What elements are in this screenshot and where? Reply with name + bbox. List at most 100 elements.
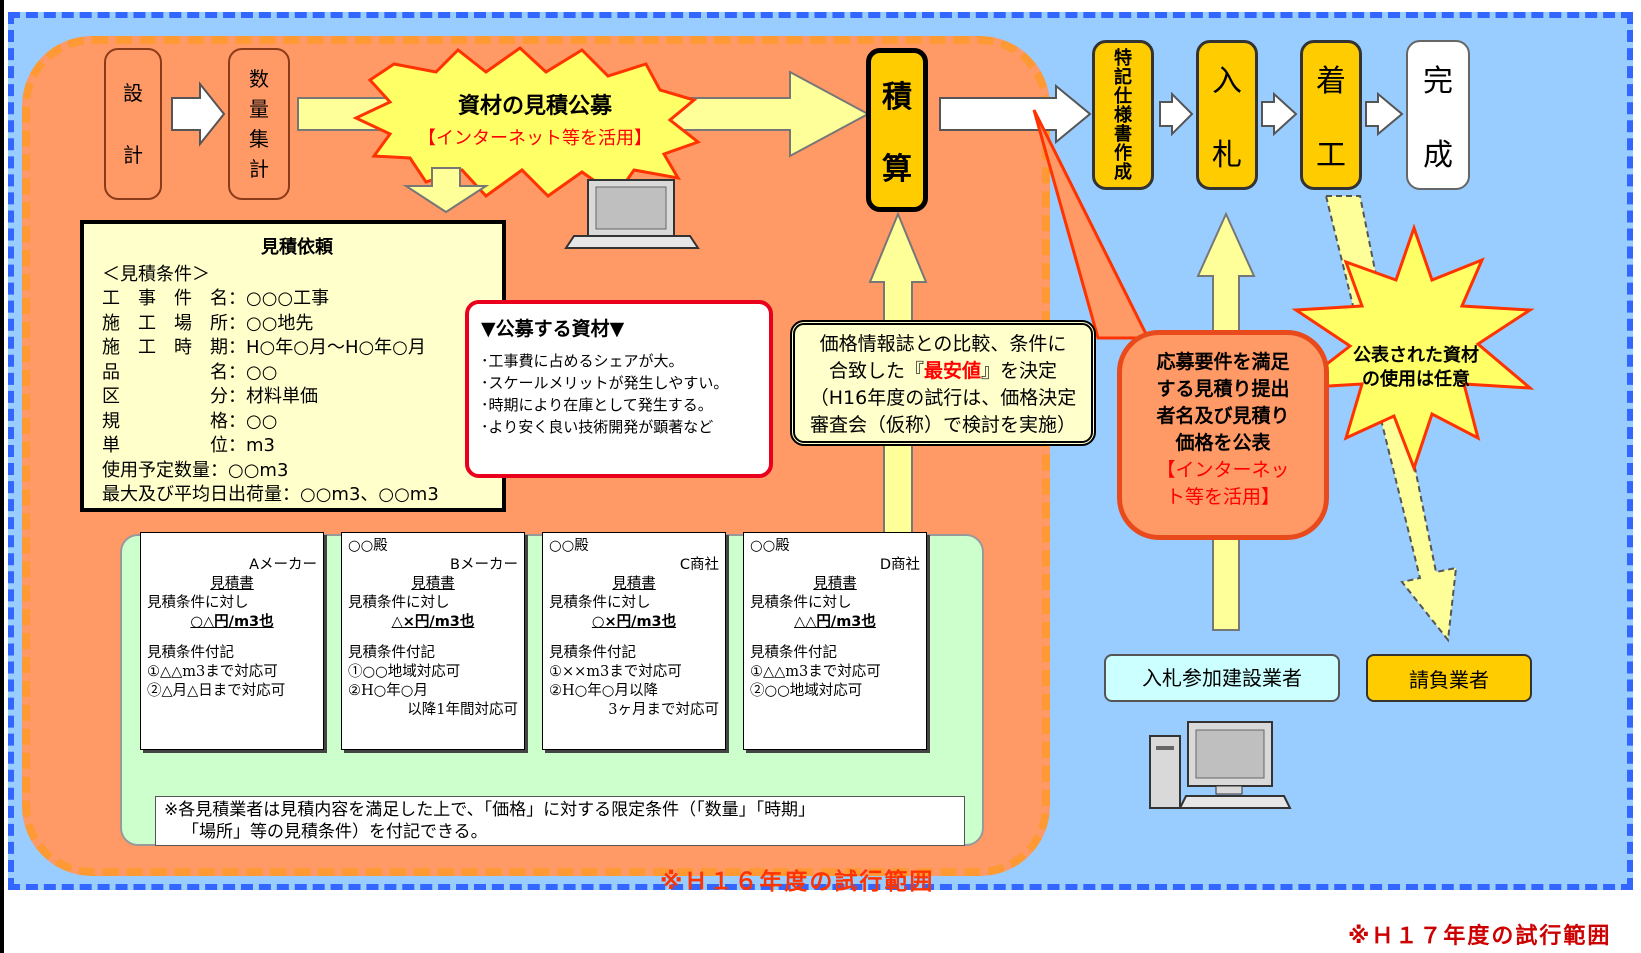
card-note-title: 見積条件付記	[750, 645, 837, 661]
card-note: ②○○地域対応可	[750, 683, 863, 699]
card-company: Bメーカー	[450, 557, 518, 573]
publish-line: する見積り提出	[1156, 378, 1290, 400]
optional-use-line: の使用は任意	[1362, 369, 1470, 390]
note-line: ※各見積業者は見積内容を満足した上で、「価格」に対する限定条件（「数量」「時期」	[164, 800, 816, 820]
step-estimate: 積 算	[866, 48, 928, 212]
arrow-solicit-to-request	[402, 167, 490, 214]
card-title: 見積書	[813, 576, 857, 592]
lowest-price-label: 最安値	[923, 360, 981, 382]
step-spec-char: 仕	[1114, 85, 1132, 107]
step-spec-char: 様	[1114, 104, 1132, 126]
card-note: ①××m3まで対応可	[549, 664, 682, 680]
step-quantity-char: 量	[249, 97, 269, 121]
step-complete-char: 成	[1423, 138, 1453, 173]
publish-line: 価格を公表	[1175, 432, 1271, 454]
publish-line: 者名及び見積り	[1156, 405, 1290, 427]
estimate-card-d: ○○殿 D商社 見積書 見積条件に対し △△円/m3也 見積条件付記 ①△△m3…	[743, 532, 927, 750]
desktop-computer-icon	[1149, 721, 1292, 809]
card-note: 以降1年間対応可	[407, 702, 518, 718]
card-note: ①△△m3まで対応可	[750, 664, 881, 680]
card-price: ○△円/m3也	[190, 614, 274, 630]
card-title: 見積書	[411, 576, 455, 592]
card-addressee	[147, 537, 317, 556]
request-line: 品 名：○○	[102, 361, 278, 383]
step-start-char: 工	[1316, 138, 1346, 173]
card-note-title: 見積条件付記	[549, 645, 636, 661]
estimate-card-b: ○○殿 Bメーカー 見積書 見積条件に対し △×円/m3也 見積条件付記 ①○○…	[341, 532, 525, 750]
step-spec-char: 特	[1114, 47, 1132, 69]
step-estimate-char: 積	[882, 80, 912, 115]
request-line: 使用予定数量：○○m3	[102, 459, 289, 481]
laptop-icon	[564, 179, 700, 249]
arrow-spec-to-bid	[1159, 91, 1194, 137]
arrow-estimate-to-spec	[939, 83, 1092, 145]
card-note: ①△△m3まで対応可	[147, 664, 278, 680]
estimate-request-box: 見積依頼 ＜見積条件＞ 工 事 件 名：○○○工事 施 工 場 所：○○地先 施…	[80, 220, 506, 512]
card-price: △△円/m3也	[794, 614, 876, 630]
step-design-char: 設	[123, 81, 143, 105]
arrow-design-to-quantity	[171, 81, 226, 147]
bidders-label: 入札参加建設業者	[1104, 654, 1340, 702]
optional-use-line: 公表された資材	[1353, 345, 1479, 366]
publish-sub: ト等を活用】	[1165, 486, 1280, 508]
card-price: △×円/m3也	[391, 614, 475, 630]
price-line: 合致した『最安値』を決定	[795, 358, 1091, 385]
h16-scope-label: ※Ｈ１６年度の試行範囲	[660, 869, 935, 895]
solicited-materials-box: ▼公募する資材▼ ･工事費に占めるシェアが大。 ･スケールメリットが発生しやすい…	[465, 300, 773, 478]
card-note: ②H○年○月以降	[549, 683, 658, 699]
step-spec-char: 作	[1114, 142, 1132, 164]
step-quantity: 数 量 集 計	[228, 48, 290, 200]
price-line: 価格情報誌との比較、条件に	[819, 333, 1067, 355]
step-bid-char: 札	[1212, 138, 1242, 173]
step-spec: 特 記 仕 様 書 作 成	[1092, 40, 1154, 190]
card-company: D商社	[879, 557, 920, 573]
step-quantity-char: 集	[249, 127, 269, 151]
publish-sub: 【インターネッ	[1156, 459, 1290, 481]
request-line: 最大及び平均日出荷量：○○m3、○○m3	[102, 484, 439, 505]
solicit-label: 資材の見積公募 【インターネット等を活用】	[390, 88, 680, 150]
card-addressee: ○○殿	[750, 538, 790, 554]
materials-item: ･スケールメリットが発生しやすい。	[481, 374, 729, 392]
step-design-char: 計	[123, 143, 143, 167]
request-line: 単 位：m3	[102, 435, 275, 456]
card-note-title: 見積条件付記	[147, 645, 234, 661]
optional-use-starburst	[1291, 223, 1535, 473]
publish-line: 応募要件を満足	[1156, 351, 1290, 373]
price-line-text: 』を決定	[981, 360, 1058, 382]
card-price: ○×円/m3也	[591, 614, 677, 630]
card-condition: 見積条件に対し	[750, 595, 852, 611]
contractor-label: 請負業者	[1366, 654, 1532, 702]
step-spec-char: 成	[1114, 161, 1132, 183]
request-line: 規 格：○○	[102, 410, 278, 432]
estimate-card-c: ○○殿 C商社 見積書 見積条件に対し ○×円/m3也 見積条件付記 ①××m3…	[542, 532, 726, 750]
card-company: Aメーカー	[249, 557, 317, 573]
price-line: 審査会（仮称）で検討を実施）	[809, 414, 1076, 436]
left-border	[0, 0, 4, 953]
estimate-note: ※各見積業者は見積内容を満足した上で、「価格」に対する限定条件（「数量」「時期」…	[155, 796, 965, 846]
card-note: ②H○年○月	[348, 683, 428, 699]
card-note: ②△月△日まで対応可	[147, 683, 286, 699]
price-decision-box: 価格情報誌との比較、条件に 合致した『最安値』を決定 （H16年度の試行は、価格…	[790, 320, 1096, 446]
publish-callout-tail	[1032, 109, 1151, 340]
materials-title: ▼公募する資材▼	[481, 318, 625, 340]
optional-use-label: 公表された資材 の使用は任意	[1326, 344, 1506, 392]
card-note-title: 見積条件付記	[348, 645, 435, 661]
request-line: 施 工 場 所：○○地先	[102, 312, 314, 334]
card-title: 見積書	[210, 576, 254, 592]
card-condition: 見積条件に対し	[147, 595, 249, 611]
price-line-text: 合致した『	[828, 360, 924, 382]
note-line: 「場所」等の見積条件）を付記できる。	[182, 822, 488, 842]
estimate-card-a: Aメーカー 見積書 見積条件に対し ○△円/m3也 見積条件付記 ①△△m3まで…	[140, 532, 324, 750]
request-line: 工 事 件 名：○○○工事	[102, 288, 330, 309]
step-spec-char: 書	[1114, 123, 1132, 145]
request-line: ＜見積条件＞	[102, 263, 210, 285]
materials-item: ･工事費に占めるシェアが大。	[481, 352, 684, 370]
arrow-bid-to-start	[1261, 91, 1298, 137]
step-start: 着 工	[1300, 40, 1362, 190]
step-quantity-char: 計	[249, 157, 269, 181]
publish-results-box: 応募要件を満足 する見積り提出 者名及び見積り 価格を公表 【インターネッ ト等…	[1117, 330, 1329, 540]
arrow-start-to-complete	[1365, 91, 1404, 137]
step-start-char: 着	[1316, 64, 1346, 99]
step-quantity-char: 数	[249, 67, 269, 91]
